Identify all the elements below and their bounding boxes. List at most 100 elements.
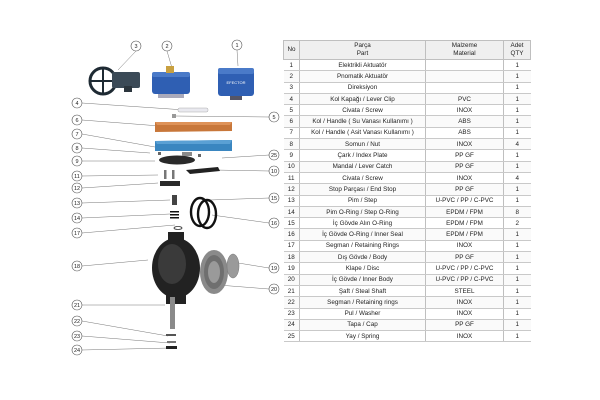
row-material: EPDM / FPM — [425, 228, 504, 241]
row-part: Yay / Spring — [299, 330, 426, 343]
row-qty: 4 — [503, 172, 531, 185]
callout-9: 9 — [75, 159, 78, 165]
row-part: Pim / Step — [299, 195, 426, 207]
row-material: STEEL — [425, 285, 504, 298]
row-no: 11 — [283, 172, 300, 185]
row-qty: 1 — [503, 183, 531, 196]
row-no: 20 — [283, 274, 300, 286]
row-qty: 1 — [503, 161, 531, 173]
row-material: INOX — [425, 104, 504, 117]
row-material: U-PVC / PP / C-PVC — [425, 274, 504, 286]
actuator-brand-label: EFECTOR — [226, 80, 245, 85]
body-o-ring — [189, 196, 211, 228]
callout-19: 19 — [271, 266, 277, 272]
inner-seal-o-ring — [196, 198, 218, 230]
row-part: İç Gövde O-Ring / Inner Seal — [299, 228, 426, 241]
row-material: ABS — [425, 127, 504, 140]
row-material: PVC — [425, 93, 504, 106]
header-material-en: Material — [453, 50, 476, 57]
screw-11 — [164, 170, 167, 179]
callout-11: 11 — [74, 174, 80, 180]
row-part: Kol / Handle ( Asit Vanası Kullanımı ) — [299, 127, 426, 140]
nut — [158, 152, 161, 155]
callout-18: 18 — [74, 264, 80, 270]
callout-7: 7 — [75, 132, 78, 138]
callout-8: 8 — [75, 146, 78, 152]
handle-orange — [155, 122, 232, 132]
row-qty: 1 — [503, 115, 531, 128]
screw-11 — [172, 170, 175, 179]
row-material — [425, 82, 504, 94]
row-qty: 1 — [503, 59, 531, 72]
exploded-view-diagram: EFECTOR — [71, 39, 280, 356]
header-no-label: No — [287, 46, 296, 53]
row-qty: 1 — [503, 274, 531, 286]
row-qty: 1 — [503, 308, 531, 320]
row-material: INOX — [425, 308, 504, 320]
callout-markers: 1 2 3 4 5 6 7 8 9 10 11 12 13 14 15 16 1… — [71, 39, 280, 356]
retaining-ring — [173, 226, 183, 230]
row-qty: 1 — [503, 319, 531, 332]
row-qty: 1 — [503, 251, 531, 264]
callout-6: 6 — [75, 118, 78, 124]
row-part: Somun / Nut — [299, 138, 426, 151]
row-part: Segman / Retaining Rings — [299, 240, 426, 253]
row-part: Civata / Screw — [299, 104, 426, 117]
cap — [166, 346, 177, 349]
row-qty: 1 — [503, 296, 531, 309]
index-plate — [159, 155, 195, 165]
callout-10: 10 — [271, 169, 277, 175]
pneumatic-actuator — [152, 66, 190, 98]
row-qty: 1 — [503, 127, 531, 140]
inner-body — [200, 250, 228, 294]
row-part: Dış Gövde / Body — [299, 251, 426, 264]
callout-1: 1 — [235, 43, 238, 49]
row-qty: 2 — [503, 217, 531, 230]
row-no: 2 — [283, 70, 300, 83]
callout-17: 17 — [74, 231, 80, 237]
row-no: 3 — [283, 82, 300, 94]
row-material: PP GF — [425, 319, 504, 332]
row-part: Pul / Washer — [299, 308, 426, 320]
row-qty: 1 — [503, 70, 531, 83]
row-no: 13 — [283, 195, 300, 207]
row-part: Pim O-Ring / Step O-Ring — [299, 206, 426, 219]
lever-clip — [177, 107, 209, 113]
header-material-tr: Malzeme — [451, 42, 478, 49]
row-part: Segman / Retaining rings — [299, 296, 426, 309]
steel-shaft — [170, 297, 175, 329]
row-no: 19 — [283, 262, 300, 275]
row-no: 5 — [283, 104, 300, 117]
row-material: PP GF — [425, 149, 504, 162]
row-part: Klape / Disc — [299, 262, 426, 275]
retaining-ring-22 — [166, 334, 176, 336]
callout-20: 20 — [271, 287, 277, 293]
header-qty-en: QTY — [510, 50, 524, 57]
row-no: 9 — [283, 149, 300, 162]
row-qty: 1 — [503, 228, 531, 241]
row-qty: 8 — [503, 206, 531, 219]
row-qty: 1 — [503, 93, 531, 106]
callout-23: 23 — [74, 334, 80, 340]
row-no: 24 — [283, 319, 300, 332]
header-no: No — [283, 40, 300, 60]
row-no: 12 — [283, 183, 300, 196]
row-material: EPDM / FPM — [425, 206, 504, 219]
